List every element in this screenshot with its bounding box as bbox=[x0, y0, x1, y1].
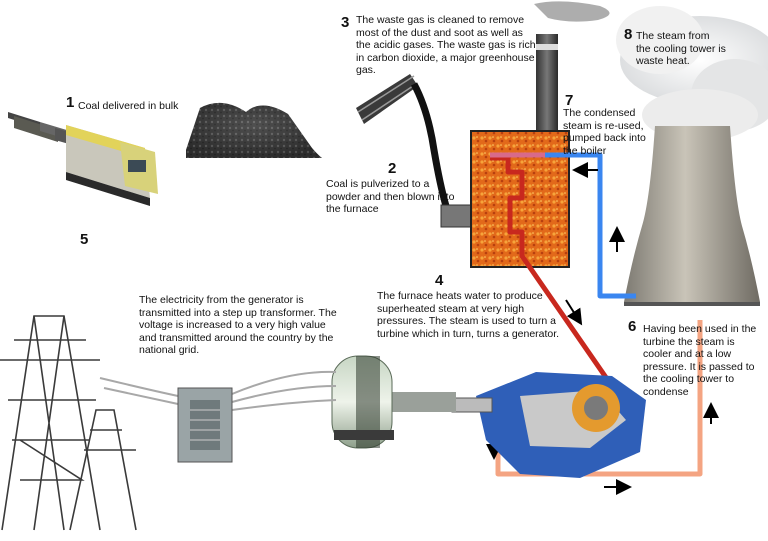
step-3-text: The waste gas is cleaned to remove most … bbox=[356, 14, 536, 76]
step-4-number: 4 bbox=[435, 272, 444, 289]
step-4-text: The furnace heats water to produce super… bbox=[377, 290, 560, 340]
coal-train-picture bbox=[8, 112, 158, 206]
flow-arrows bbox=[486, 162, 719, 495]
step-7-number: 7 bbox=[565, 92, 574, 109]
pylons-picture bbox=[0, 315, 137, 531]
cables bbox=[99, 370, 337, 411]
turbine-picture bbox=[451, 372, 646, 478]
step-8-text: The steam from the cooling tower is wast… bbox=[636, 30, 726, 67]
step-3-number: 3 bbox=[341, 14, 350, 31]
cooling-tower-picture bbox=[616, 6, 768, 306]
step-6-text: Having been used in the turbine the stea… bbox=[643, 323, 757, 398]
step-1-text: Coal delivered in bulk bbox=[78, 100, 179, 112]
transformer-picture bbox=[177, 387, 233, 463]
step-6-number: 6 bbox=[628, 318, 637, 335]
conveyor-picture bbox=[356, 74, 450, 207]
step-1-number: 1 bbox=[66, 94, 75, 111]
step-5-number: 5 bbox=[80, 231, 89, 248]
step-5-text: The electricity from the generator is tr… bbox=[139, 294, 337, 356]
generator-picture bbox=[331, 355, 456, 449]
step-2-number: 2 bbox=[388, 160, 397, 177]
step-8-number: 8 bbox=[624, 26, 633, 43]
step-7-text: The condensed steam is re-used, pumped b… bbox=[563, 107, 646, 157]
step-2-text: Coal is pulverized to a powder and then … bbox=[326, 178, 455, 215]
furnace-picture bbox=[440, 130, 570, 268]
coal-pile-picture bbox=[186, 102, 322, 158]
chimney-picture bbox=[534, 1, 610, 130]
